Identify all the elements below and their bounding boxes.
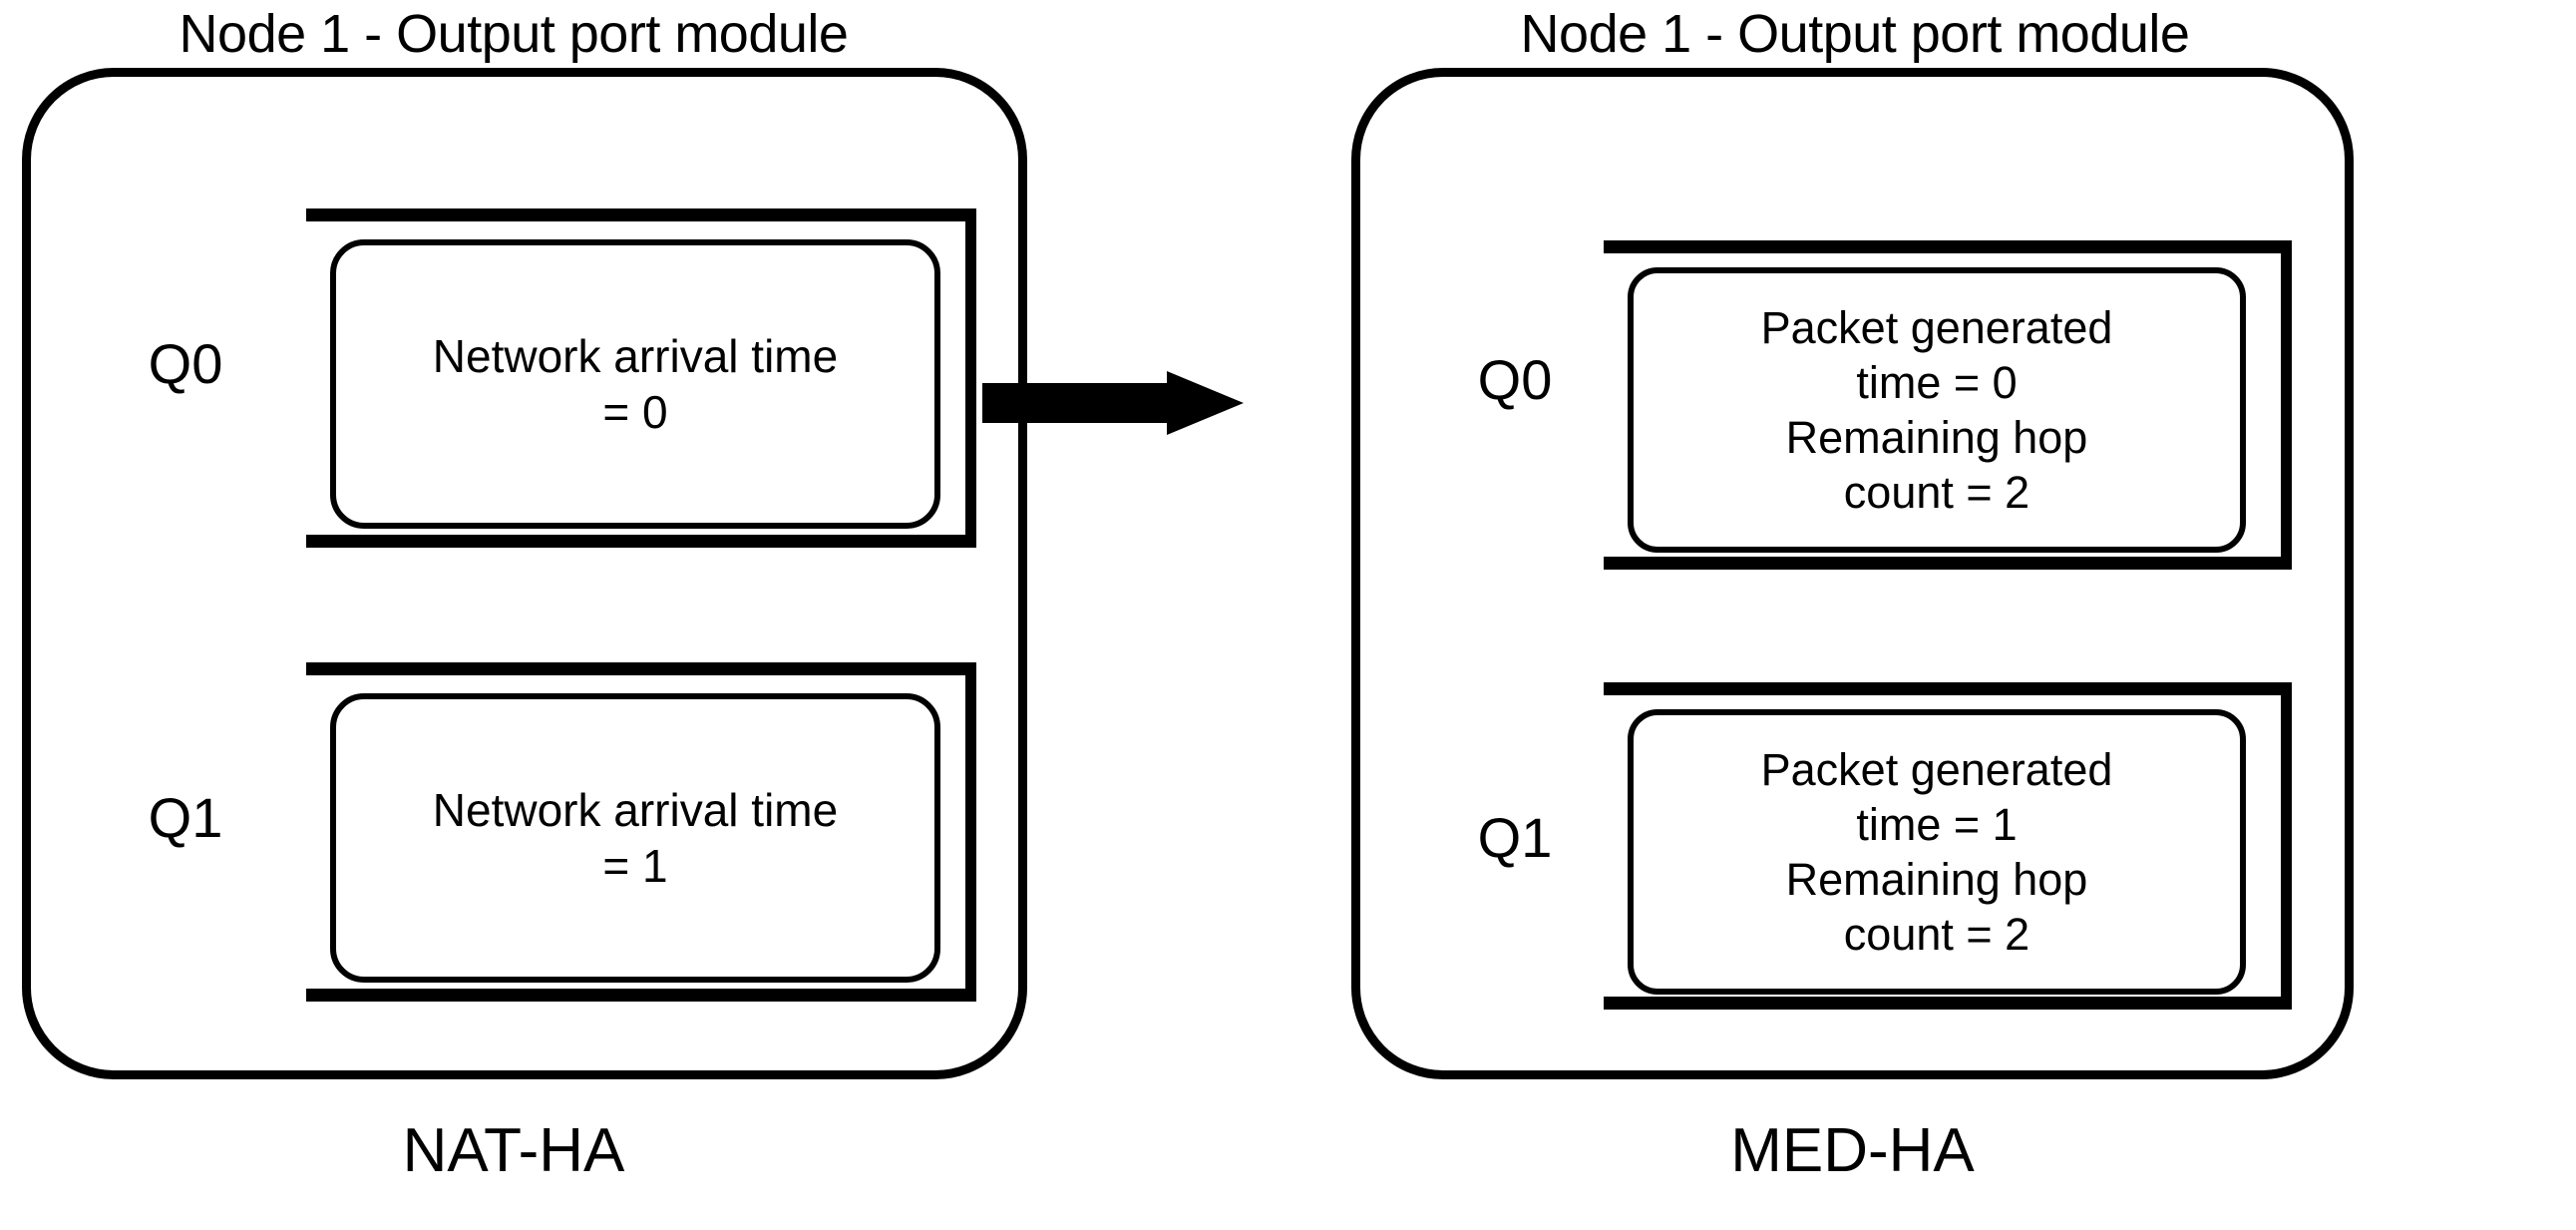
packet-card-q1: Network arrival time = 1: [330, 693, 940, 983]
packet-card-q1: Packet generated time = 1 Remaining hop …: [1628, 709, 2246, 995]
packet-text-q0: Network arrival time = 0: [432, 330, 839, 438]
queue-label-q1: Q1: [1477, 806, 1553, 869]
panel-nat-ha: Node 1 - Output port module Q0 Network a…: [22, 4, 1244, 1185]
panel-caption: MED-HA: [1730, 1116, 1975, 1185]
packet-text-q0: Packet generated time = 0 Remaining hop …: [1760, 302, 2113, 518]
packet-card-q0: Packet generated time = 0 Remaining hop …: [1628, 267, 2246, 553]
panel-med-ha: Node 1 - Output port module Q0 Packet ge…: [1329, 0, 2576, 1230]
queue-bracket-q0: Network arrival time = 0: [306, 208, 976, 548]
queue-bracket-q1: Network arrival time = 1: [306, 662, 976, 1002]
queue-label-q0: Q0: [1477, 348, 1553, 411]
packet-text-q1: Packet generated time = 1 Remaining hop …: [1760, 744, 2113, 960]
output-port-module: Q0 Packet generated time = 0 Remaining h…: [1351, 68, 2354, 1079]
packet-card-q0: Network arrival time = 0: [330, 239, 940, 529]
queue-bracket-q1: Packet generated time = 1 Remaining hop …: [1604, 682, 2292, 1010]
panel-caption: NAT-HA: [402, 1116, 625, 1185]
output-arrow-icon: [982, 371, 1244, 435]
packet-text-q1: Network arrival time = 1: [432, 784, 839, 892]
panel-title: Node 1 - Output port module: [179, 4, 849, 64]
panel-title: Node 1 - Output port module: [1520, 4, 2190, 64]
queue-label-q1: Q1: [148, 786, 223, 849]
queue-label-q0: Q0: [148, 332, 223, 395]
queue-bracket-q0: Packet generated time = 0 Remaining hop …: [1604, 240, 2292, 570]
output-port-module: Q0 Network arrival time = 0 Q1 Network a…: [22, 68, 1027, 1079]
